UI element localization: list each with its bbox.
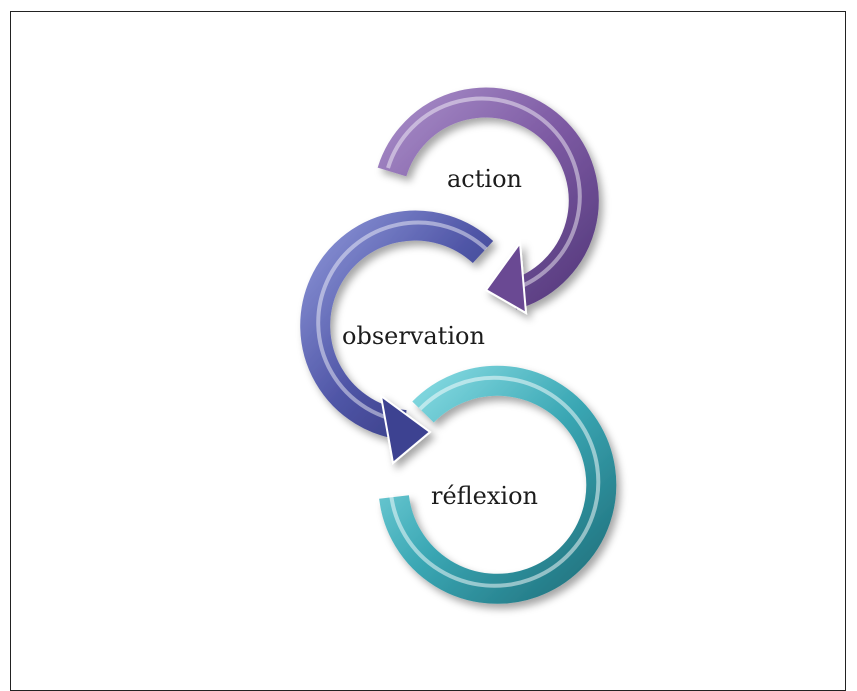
observation-label: observation — [342, 322, 485, 350]
action-label: action — [447, 165, 522, 193]
cycle-diagram — [300, 87, 617, 604]
reflexion-label: réflexion — [431, 482, 539, 510]
reflexion-arrow — [379, 365, 617, 604]
observation-arrow — [300, 210, 494, 465]
action-arrow — [377, 87, 599, 315]
